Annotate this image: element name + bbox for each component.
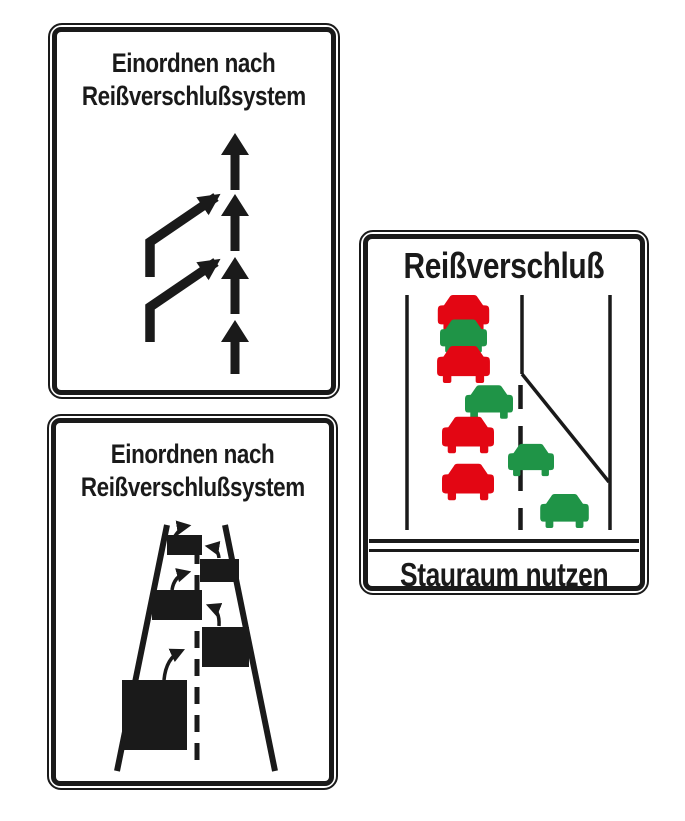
sign-border: [51, 418, 334, 786]
cars-colored: [437, 295, 589, 528]
title-text: Reißverschluß: [403, 245, 605, 286]
title-line-1: Einordnen nach: [110, 439, 275, 469]
curved-arrow-icon: [170, 568, 192, 591]
curved-arrow-icon: [204, 540, 221, 559]
car-icon: [202, 627, 249, 667]
merge-direction-arrows: [162, 520, 223, 681]
up-arrow-icon: [221, 320, 249, 374]
footer-text: Stauraum nutzen: [399, 556, 609, 593]
merge-arrows: [145, 193, 221, 342]
merge-arrow-icon: [145, 193, 221, 277]
car-icon-green: [508, 443, 554, 477]
title-line-1: Einordnen nach: [112, 48, 276, 78]
title-line-2: Reißverschlußsystem: [80, 472, 305, 502]
curved-arrow-icon: [173, 520, 192, 537]
car-icon: [167, 535, 202, 555]
car-icon: [122, 680, 187, 750]
straight-up-arrows: [221, 133, 249, 374]
curved-arrow-icon: [205, 603, 223, 627]
sign-title: Reißverschluß: [361, 246, 647, 286]
perspective-road-merge-icon: [114, 520, 278, 772]
up-arrow-icon: [221, 133, 249, 190]
sign-footer: Stauraum nutzen: [361, 557, 647, 593]
sign-title: Einordnen nach Reißverschlußsystem: [49, 438, 336, 504]
car-icon-red: [442, 463, 494, 501]
traffic-sign-zipper-road: Einordnen nach Reißverschlußsystem: [47, 414, 338, 790]
zipper-merge-arrows-icon: [145, 133, 249, 374]
curved-arrow-icon: [162, 648, 185, 681]
car-icon-red: [437, 346, 490, 383]
lane-end-traffic-jam-icon: [405, 295, 612, 530]
divider-line: [369, 539, 639, 543]
merge-arrow-icon: [145, 258, 221, 342]
car-icon: [200, 559, 239, 582]
sign-border: [363, 234, 645, 591]
sign-title: Einordnen nach Reißverschlußsystem: [50, 47, 338, 113]
car-icon-green: [465, 385, 513, 419]
up-arrow-icon: [221, 257, 249, 314]
car-icon-green: [540, 494, 589, 528]
title-line-2: Reißverschlußsystem: [82, 81, 306, 111]
car-icon-red: [442, 416, 494, 454]
divider-line: [369, 549, 639, 552]
cars-black: [122, 535, 249, 750]
car-icon: [152, 590, 202, 620]
up-arrow-icon: [221, 194, 249, 251]
traffic-sign-zipper-jam: Reißverschluß Stauraum nutzen: [359, 230, 649, 595]
sign-border: [52, 27, 336, 395]
traffic-sign-zipper-arrows: Einordnen nach Reißverschlußsystem: [48, 23, 340, 399]
lane-end-taper: [520, 372, 611, 484]
road-lines: [405, 295, 612, 530]
